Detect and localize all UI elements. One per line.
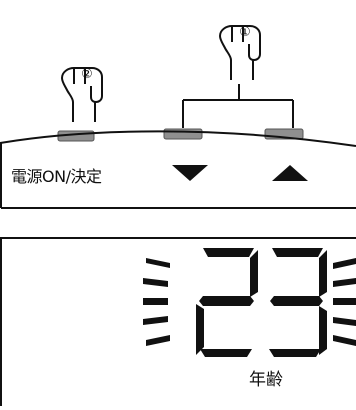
power-confirm-label: 電源ON/決定 <box>11 167 102 186</box>
digit-3 <box>269 248 327 357</box>
hand-icon-2 <box>61 67 103 122</box>
callout-1-label: ① <box>239 25 251 40</box>
display-frame <box>0 237 356 406</box>
digit-2 <box>196 248 258 357</box>
hand-icon-1 <box>219 25 261 80</box>
callout-2-label: ② <box>81 67 93 82</box>
up-triangle-icon <box>272 165 308 181</box>
age-unit-label: 年齢 <box>249 370 283 390</box>
right-glow-marks <box>333 258 356 346</box>
bracket-connector <box>182 84 294 128</box>
panel-top-edge <box>0 130 356 147</box>
down-triangle-icon <box>172 165 208 181</box>
left-glow-marks <box>143 258 170 346</box>
display-value: 23 <box>186 229 187 230</box>
